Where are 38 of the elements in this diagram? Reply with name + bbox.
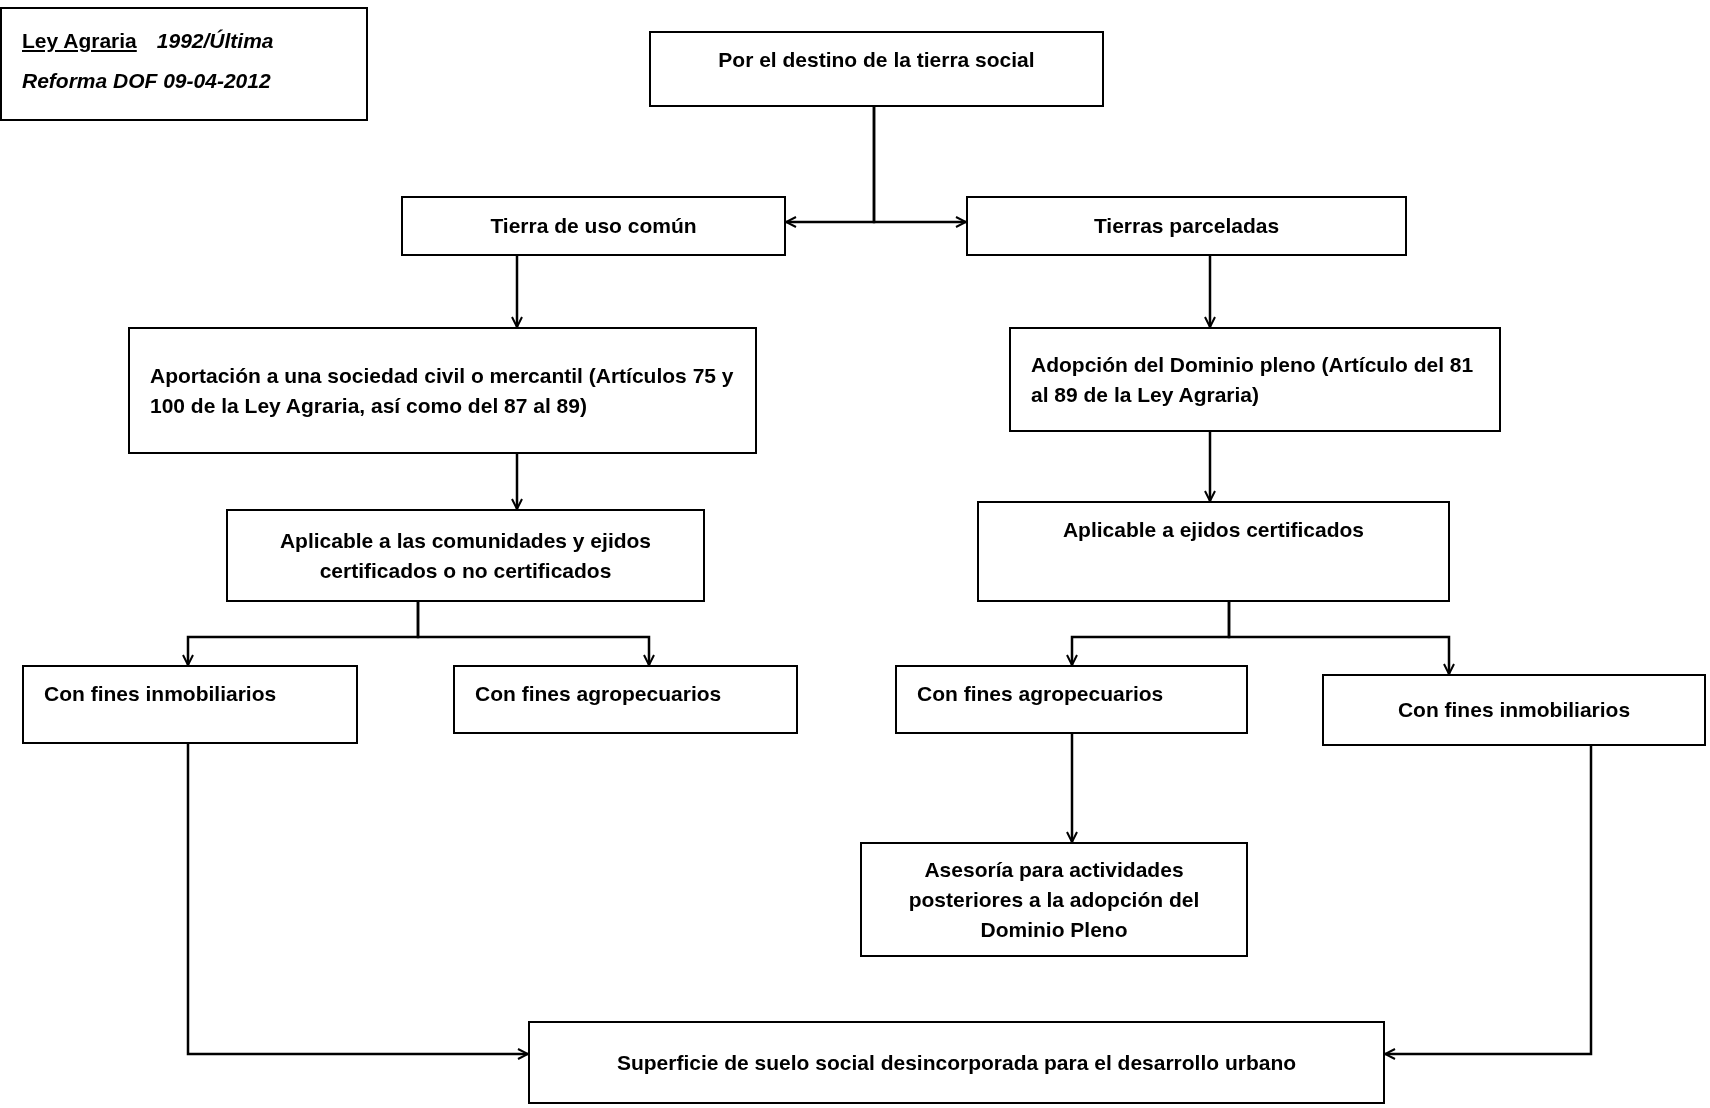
box-label: Por el destino de la tierra social (718, 47, 1035, 73)
process-box (401, 196, 786, 256)
box-label: Aplicable a las comunidades y ejidos certificados o no certificados (278, 527, 653, 584)
process-box (453, 665, 798, 734)
process-box (22, 665, 358, 744)
box-label: Superficie de suelo social desincorporada para el desarrollo urbano (616, 1049, 1297, 1076)
process-box (966, 196, 1407, 256)
reference-box (0, 7, 368, 121)
box-label: Aplicable a ejidos certificados (1062, 517, 1365, 543)
process-box (895, 665, 1248, 734)
arrow (1204, 432, 1216, 502)
arrow (1204, 256, 1216, 328)
arrow (1227, 602, 1455, 675)
process-box (649, 31, 1104, 107)
box-label: Con fines inmobiliarios (44, 681, 277, 707)
box-label: Con fines inmobiliarios (1397, 697, 1631, 723)
arrow (511, 256, 523, 328)
arrow (511, 454, 523, 510)
box-label: Asesoría para actividades posteriores a la adopción del Dominio Pleno (907, 856, 1201, 943)
arrow (416, 602, 655, 666)
arrow (1384, 746, 1593, 1060)
box-label: Aportación a una sociedad civil o mercantil (Artículos 75 y 100 de la Ley Agraria, así como del 87 al 89) (150, 362, 735, 419)
process-box (977, 501, 1450, 602)
reference-text: Ley Agraria 1992/Última Reforma DOF 09-04-2012 (22, 28, 275, 94)
box-label: Tierras parceladas (1093, 213, 1280, 239)
process-box (528, 1021, 1385, 1104)
process-box (1009, 327, 1501, 432)
process-box (860, 842, 1248, 957)
box-label: Con fines agropecuarios (917, 681, 1164, 707)
process-box (1322, 674, 1706, 746)
box-label: Con fines agropecuarios (475, 681, 722, 707)
box-label: Tierra de uso común (490, 213, 697, 239)
box-label: Adopción del Dominio pleno (Artículo del 81 al 89 de la Ley Agraria) (1031, 351, 1475, 408)
process-box (226, 509, 705, 602)
arrow (1066, 734, 1078, 843)
process-box (128, 327, 757, 454)
arrow (186, 744, 529, 1060)
arrow (872, 107, 967, 228)
